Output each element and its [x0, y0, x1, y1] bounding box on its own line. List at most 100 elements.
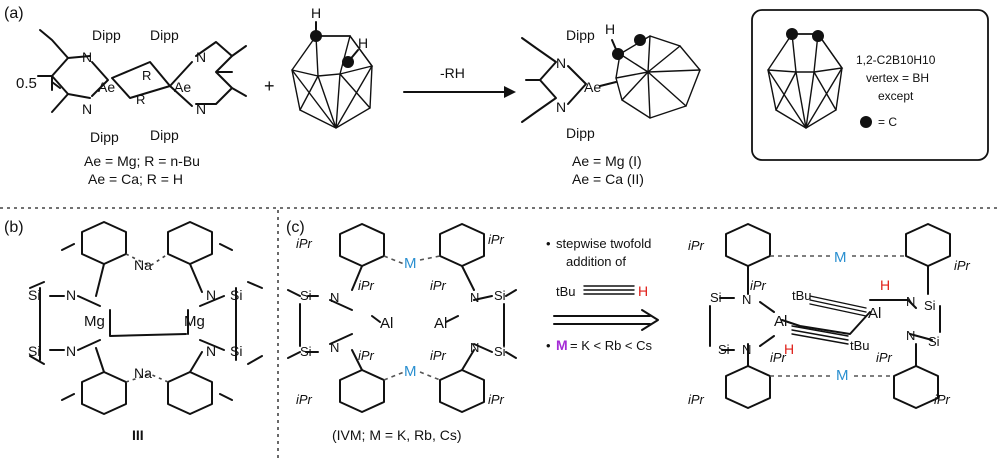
step-text: stepwise twofold: [556, 236, 651, 251]
alkyne-bond: [583, 285, 635, 295]
hydride-h: H: [784, 341, 794, 357]
m-atom: M: [404, 255, 417, 272]
panel-c-label: (c): [286, 219, 305, 236]
n-atom: N: [470, 340, 479, 355]
legend-text: = C: [878, 115, 897, 129]
n-atom: N: [330, 340, 339, 355]
na-atom: Na: [134, 257, 152, 273]
ipr-label: iPr: [358, 348, 375, 363]
n-atom: N: [82, 101, 92, 117]
reactant-structure: [37, 29, 247, 113]
ipr-label: iPr: [488, 392, 505, 407]
compound-label: III: [132, 427, 144, 443]
h-atom: H: [605, 21, 615, 37]
ae-atom: Ae: [174, 79, 191, 95]
panel-a-label: (a): [4, 5, 24, 22]
na-atom: Na: [134, 365, 152, 381]
dipp-label: Dipp: [566, 125, 595, 141]
dipp-label: Dipp: [92, 27, 121, 43]
bullet: •: [546, 338, 551, 353]
product-structure: [521, 34, 701, 123]
si-atom: Si: [710, 290, 722, 305]
ipr-label: iPr: [934, 392, 951, 407]
n-atom: N: [742, 342, 751, 357]
ipr-label: iPr: [688, 392, 705, 407]
bullet: •: [546, 236, 551, 251]
m-atom: M: [404, 363, 417, 380]
n-atom: N: [470, 290, 479, 305]
double-arrow: [553, 309, 659, 331]
n-atom: N: [196, 101, 206, 117]
si-atom: Si: [300, 288, 312, 303]
si-atom: Si: [28, 287, 40, 303]
panel-b: (b): [4, 219, 263, 415]
panel-b-label: (b): [4, 219, 24, 236]
product-label: Ae = Ca (II): [572, 171, 644, 187]
n-atom: N: [556, 55, 566, 71]
n-atom: N: [206, 343, 216, 359]
si-atom: Si: [28, 343, 40, 359]
si-atom: Si: [718, 342, 730, 357]
r-group: R: [142, 68, 151, 83]
legend-formula: 1,2-C2B10H10: [856, 53, 936, 67]
si-atom: Si: [928, 334, 940, 349]
dipp-label: Dipp: [150, 127, 179, 143]
m-atom: M: [836, 367, 849, 384]
carborane-cage: [291, 21, 374, 129]
ipr-label: iPr: [358, 278, 375, 293]
mg-atom: Mg: [184, 313, 205, 330]
reactant-condition: Ae = Mg; R = n-Bu: [84, 153, 200, 169]
si-atom: Si: [230, 343, 242, 359]
dipp-label: Dipp: [90, 129, 119, 145]
ipr-label: iPr: [430, 278, 447, 293]
ae-atom: Ae: [584, 79, 601, 95]
order-text: = K < Rb < Cs: [570, 338, 653, 353]
n-atom: N: [330, 290, 339, 305]
compound-label: (IVM; M = K, Rb, Cs): [332, 427, 462, 443]
si-atom: Si: [230, 287, 242, 303]
n-atom: N: [66, 287, 76, 303]
ipr-label: iPr: [876, 350, 893, 365]
al-atom: Al: [380, 315, 393, 332]
step-text: addition of: [566, 254, 626, 269]
tbu-label: tBu: [850, 338, 870, 353]
ipr-label: iPr: [296, 392, 313, 407]
h-atom: H: [311, 5, 321, 21]
dipp-label: Dipp: [150, 27, 179, 43]
ipr-label: iPr: [296, 236, 313, 251]
n-atom: N: [906, 294, 915, 309]
n-atom: N: [196, 49, 206, 65]
stoich-coefficient: 0.5: [16, 75, 37, 92]
tbu-label: tBu: [556, 284, 576, 299]
n-atom: N: [66, 343, 76, 359]
product-c-structure: [709, 223, 951, 409]
panel-c: (c): [286, 219, 517, 413]
si-atom: Si: [924, 298, 936, 313]
product-label: Ae = Mg (I): [572, 153, 642, 169]
arrow-label: -RH: [440, 65, 465, 81]
al-atom: Al: [774, 313, 787, 330]
reaction-arrow: [403, 86, 516, 98]
ipr-label: iPr: [430, 348, 447, 363]
ipr-label: iPr: [954, 258, 971, 273]
r-group: R: [136, 92, 145, 107]
n-atom: N: [556, 99, 566, 115]
ipr-label: iPr: [770, 350, 787, 365]
n-atom: N: [82, 49, 92, 65]
m-highlight: M: [556, 337, 568, 353]
panel-a: (a) 0.5 Dipp N Ae R R Ae N Dipp Dipp N N…: [4, 5, 989, 187]
reactant-condition: Ae = Ca; R = H: [88, 171, 183, 187]
ipr-label: iPr: [750, 278, 767, 293]
hydride-h: H: [880, 277, 890, 293]
n-atom: N: [906, 328, 915, 343]
n-atom: N: [742, 292, 751, 307]
carborane-legend: [751, 9, 989, 161]
al-atom: Al: [868, 305, 881, 322]
ipr-label: iPr: [688, 238, 705, 253]
plus-sign: +: [264, 76, 275, 96]
dipp-label: Dipp: [566, 27, 595, 43]
tbu-label: tBu: [792, 288, 812, 303]
al-atom: Al: [434, 315, 447, 332]
legend-text: except: [878, 89, 914, 103]
si-atom: Si: [494, 288, 506, 303]
